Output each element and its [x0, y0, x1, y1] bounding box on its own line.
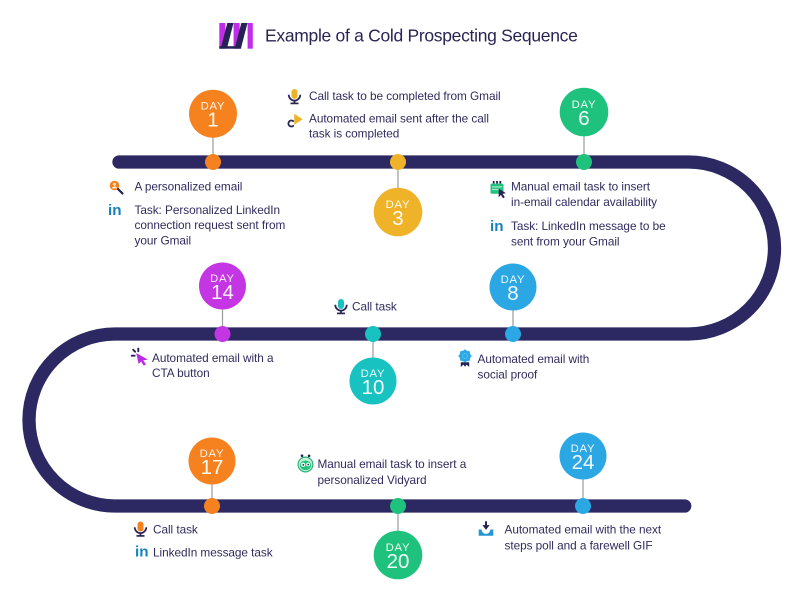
svg-text:20: 20 [387, 550, 410, 573]
svg-text:17: 17 [201, 456, 224, 479]
svg-text:Automated email with the next: Automated email with the next [505, 523, 662, 537]
svg-text:DAY: DAY [501, 274, 526, 286]
svg-text:24: 24 [572, 451, 595, 474]
svg-text:social proof: social proof [478, 367, 538, 381]
svg-text:Task: Personalized LinkedIn: Task: Personalized LinkedIn [135, 203, 281, 217]
svg-text:1: 1 [207, 109, 218, 132]
svg-text:DAY: DAY [572, 99, 597, 111]
svg-text:Task: LinkedIn message to be: Task: LinkedIn message to be [511, 219, 666, 233]
svg-text:DAY: DAY [210, 273, 235, 285]
svg-text:in: in [490, 219, 504, 235]
svg-text:DAY: DAY [386, 542, 411, 554]
svg-text:DAY: DAY [200, 448, 225, 460]
svg-text:DAY: DAY [571, 443, 596, 455]
svg-text:sent from your Gmail: sent from your Gmail [511, 234, 619, 248]
svg-text:in: in [135, 545, 149, 561]
svg-text:14: 14 [211, 281, 234, 304]
svg-text:DAY: DAY [201, 101, 226, 113]
svg-text:steps poll and a farewell GIF: steps poll and a farewell GIF [505, 538, 653, 552]
svg-text:8: 8 [507, 282, 518, 305]
svg-text:Automated email with: Automated email with [478, 352, 590, 366]
svg-text:your Gmail: your Gmail [135, 234, 192, 248]
svg-text:Call task: Call task [153, 522, 198, 536]
svg-text:A personalized email: A personalized email [135, 180, 243, 194]
svg-text:Call task to be completed from: Call task to be completed from Gmail [309, 89, 501, 103]
svg-text:Call task: Call task [352, 299, 397, 313]
svg-text:DAY: DAY [386, 199, 411, 211]
svg-text:10: 10 [362, 376, 385, 399]
svg-text:task is completed: task is completed [309, 127, 399, 141]
svg-text:Manual email task to insert a: Manual email task to insert a [318, 457, 467, 471]
svg-text:personalized Vidyard: personalized Vidyard [318, 473, 427, 487]
svg-text:Automated email with a: Automated email with a [152, 351, 274, 365]
svg-text:DAY: DAY [361, 368, 386, 380]
svg-text:Example of a Cold Prospecting: Example of a Cold Prospecting Sequence [265, 26, 578, 46]
svg-text:connection request sent from: connection request sent from [135, 218, 286, 232]
svg-text:3: 3 [392, 207, 403, 230]
svg-text:LinkedIn message task: LinkedIn message task [153, 546, 273, 560]
svg-text:CTA button: CTA button [152, 366, 210, 380]
svg-text:Manual email task to insert: Manual email task to insert [511, 179, 651, 193]
svg-text:in-email calendar availability: in-email calendar availability [511, 195, 657, 209]
svg-text:6: 6 [578, 107, 589, 130]
svg-text:Automated email sent after the: Automated email sent after the call [309, 111, 489, 125]
svg-text:in: in [108, 203, 122, 219]
